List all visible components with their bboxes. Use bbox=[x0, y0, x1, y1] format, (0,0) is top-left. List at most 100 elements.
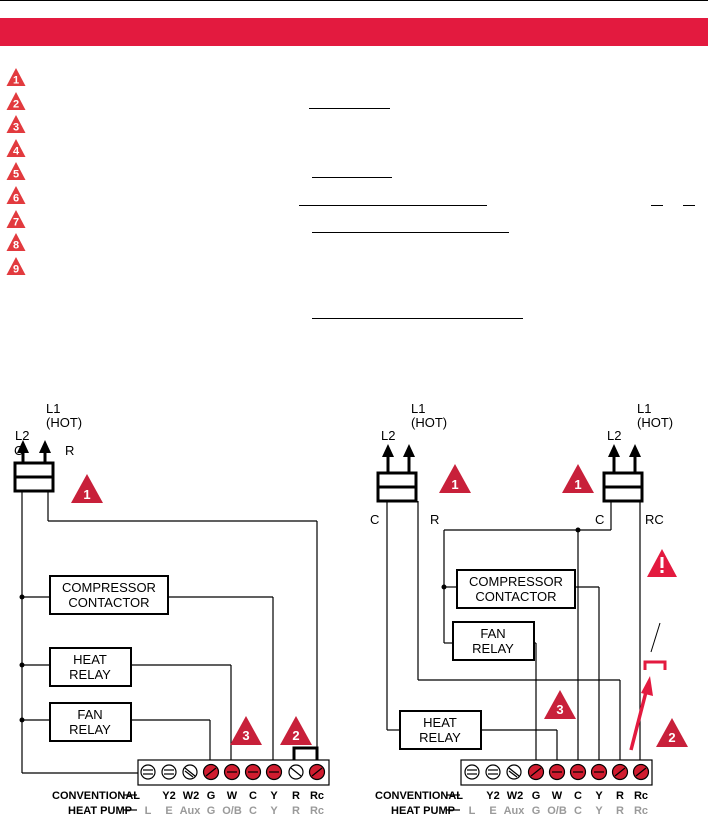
svg-text:Y2: Y2 bbox=[486, 790, 499, 802]
svg-text:W2: W2 bbox=[507, 790, 524, 802]
heat-pump-label: HEAT PUMP bbox=[68, 805, 132, 817]
note-item: 6 bbox=[6, 185, 706, 209]
r-fan-relay-box bbox=[452, 621, 535, 661]
fan-label: FAN bbox=[77, 707, 102, 722]
r-conventional-terminal-labels: Y2 W2 G W C Y R Rc bbox=[486, 790, 648, 802]
transformer-2 bbox=[602, 444, 644, 503]
r-heat-pump-label: HEAT PUMP bbox=[391, 805, 455, 817]
t2-l1-label: L1 bbox=[637, 401, 651, 416]
r-heat-pump-terminal-labels: L E Aux G O/B C Y R Rc bbox=[469, 805, 648, 817]
terminal-strip-left bbox=[137, 759, 330, 786]
svg-text:W: W bbox=[552, 790, 563, 802]
warning-triangle-icon: 3 bbox=[6, 115, 26, 134]
r-compressor-contactor-box bbox=[456, 569, 576, 609]
svg-text:C: C bbox=[249, 790, 257, 802]
svg-text:R: R bbox=[616, 790, 624, 802]
r-contactor-label: CONTACTOR bbox=[475, 589, 556, 604]
svg-text:1: 1 bbox=[451, 477, 458, 492]
svg-text:Aux: Aux bbox=[180, 805, 202, 817]
svg-text:4: 4 bbox=[13, 145, 20, 157]
heat-pump-terminal-labels: L E Aux G O/B C Y R Rc bbox=[145, 805, 324, 817]
left-markers: 1 3 2 bbox=[71, 474, 312, 745]
t1-r-label: R bbox=[430, 512, 439, 527]
conventional-label: CONVENTIONAL bbox=[52, 790, 140, 802]
svg-text:9: 9 bbox=[13, 263, 19, 275]
svg-text:R: R bbox=[292, 805, 300, 817]
heat-label: HEAT bbox=[73, 652, 107, 667]
heat-relay-label: RELAY bbox=[69, 667, 111, 682]
svg-text:6: 6 bbox=[13, 192, 19, 204]
section-header-band bbox=[0, 18, 708, 46]
compressor-contactor-box bbox=[49, 575, 169, 615]
svg-text:Rc: Rc bbox=[634, 805, 648, 817]
t1-c-label: C bbox=[370, 512, 379, 527]
r-heat-relay-box bbox=[399, 710, 482, 750]
r-conventional-label: CONVENTIONAL bbox=[375, 790, 463, 802]
terminal-strip-right bbox=[460, 759, 653, 786]
right-markers: 1 1 3 2 bbox=[439, 464, 688, 747]
note-item: 5 bbox=[6, 161, 706, 185]
warning-triangle-icon: 4 bbox=[6, 138, 26, 157]
svg-text:3: 3 bbox=[556, 702, 563, 717]
note-item: 4 bbox=[6, 108, 706, 162]
note-item: 9 bbox=[6, 256, 706, 280]
svg-text:8: 8 bbox=[13, 240, 19, 252]
svg-text:L: L bbox=[469, 805, 476, 817]
svg-text:G: G bbox=[207, 790, 216, 802]
svg-text:Y: Y bbox=[270, 805, 278, 817]
note-item: 7 bbox=[6, 209, 706, 233]
r-fan-relay-label: RELAY bbox=[472, 641, 514, 656]
r-compressor-label: COMPRESSOR bbox=[469, 574, 563, 589]
notes-list: 1 2 3 4 5 6 7 8 9 bbox=[6, 67, 706, 279]
note-underline bbox=[299, 205, 487, 206]
svg-text:2: 2 bbox=[668, 730, 675, 745]
svg-text:C: C bbox=[574, 805, 582, 817]
transformer bbox=[13, 440, 318, 773]
svg-text:G: G bbox=[532, 790, 541, 802]
warning-triangle-icon: 5 bbox=[6, 162, 26, 181]
note-item: 1 bbox=[6, 67, 706, 91]
r-heat-relay-label: RELAY bbox=[419, 730, 461, 745]
contactor-label: CONTACTOR bbox=[68, 595, 149, 610]
svg-text:Y: Y bbox=[270, 790, 278, 802]
svg-text:G: G bbox=[532, 805, 541, 817]
warning-triangle-icon: 7 bbox=[6, 209, 26, 228]
warning-triangle-icon: 1 bbox=[6, 68, 26, 87]
caution-icon bbox=[647, 549, 677, 577]
t2-hot-label: (HOT) bbox=[637, 415, 673, 430]
jumper-removal-arrow bbox=[629, 676, 653, 751]
svg-text:Y: Y bbox=[595, 790, 603, 802]
top-rule bbox=[0, 0, 708, 1]
svg-text:O/B: O/B bbox=[547, 805, 567, 817]
note-item: 3 bbox=[6, 114, 706, 138]
note-underline bbox=[312, 318, 523, 319]
warning-triangle-icon: 8 bbox=[6, 233, 26, 252]
transformer2-marker: 1 bbox=[562, 464, 594, 493]
left-wiring-diagram: C R L2 L1 (HOT) COMPRESSOR CONTACTOR HEA… bbox=[13, 401, 330, 786]
note-item: 2 bbox=[6, 91, 706, 115]
note-item: 8 bbox=[6, 232, 706, 256]
t1-l1-label: L1 bbox=[411, 401, 425, 416]
note-underline bbox=[651, 205, 663, 206]
jumper-marker: 2 bbox=[280, 716, 312, 745]
svg-text:3: 3 bbox=[13, 122, 19, 134]
r-terminal-label: R bbox=[65, 443, 74, 458]
svg-text:G: G bbox=[207, 805, 216, 817]
svg-text:L: L bbox=[145, 805, 152, 817]
compressor-label: COMPRESSOR bbox=[62, 580, 156, 595]
svg-text:W2: W2 bbox=[183, 790, 200, 802]
t1-l2-label: L2 bbox=[381, 428, 395, 443]
t1-hot-label: (HOT) bbox=[411, 415, 447, 430]
hot-label: (HOT) bbox=[46, 415, 82, 430]
svg-text:R: R bbox=[616, 805, 624, 817]
svg-text:7: 7 bbox=[13, 216, 19, 228]
r-jumper-marker: 2 bbox=[656, 718, 688, 747]
r-terminal-marker: 3 bbox=[544, 690, 576, 719]
svg-text:3: 3 bbox=[242, 728, 249, 743]
svg-text:Y2: Y2 bbox=[162, 790, 175, 802]
t2-rc-label: RC bbox=[645, 512, 664, 527]
transformer-marker: 1 bbox=[71, 474, 103, 503]
svg-text:5: 5 bbox=[13, 169, 19, 181]
l2-label: L2 bbox=[15, 428, 29, 443]
